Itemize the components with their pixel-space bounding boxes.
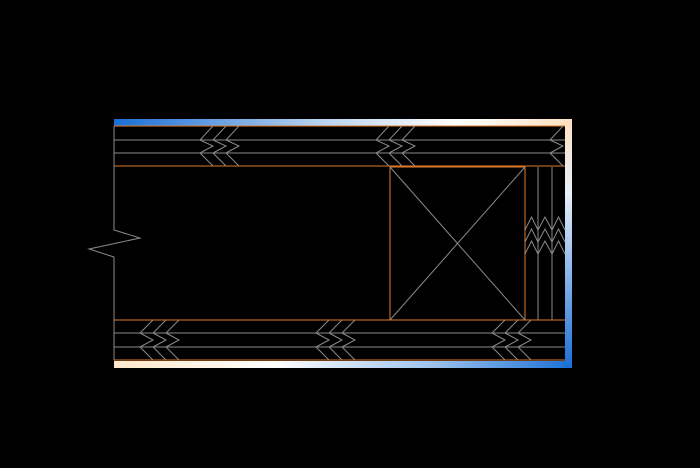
- lower-chevron-group: [139, 319, 181, 361]
- lower-layered-band: [114, 319, 565, 361]
- chevron-mark: [517, 346, 532, 361]
- chevron-mark: [199, 125, 214, 141]
- chevron-mark: [491, 319, 506, 334]
- chevron-mark: [139, 346, 154, 361]
- lower-chevron-group: [491, 319, 533, 361]
- upper-layered-band: [114, 125, 565, 167]
- chevron-mark: [328, 346, 343, 361]
- chevron-mark: [401, 139, 417, 154]
- chevron-mark: [152, 346, 167, 361]
- side-chevron-group: [524, 215, 566, 255]
- chevron-mark: [315, 332, 331, 348]
- chevron-mark: [212, 125, 227, 141]
- chevron-mark: [401, 125, 416, 141]
- chevron-mark: [517, 332, 533, 348]
- upper-chevron-group: [549, 125, 565, 167]
- frame-bottom-edge: [114, 361, 572, 368]
- chevron-mark: [388, 139, 404, 154]
- upper-chevron-group: [375, 125, 417, 167]
- chevron-mark: [199, 139, 215, 154]
- chevron-mark: [212, 139, 228, 154]
- crossed-opening-box: [389, 166, 526, 321]
- chevron-mark: [551, 227, 566, 243]
- chevron-mark: [517, 319, 532, 334]
- chevron-mark: [549, 152, 564, 167]
- chevron-mark: [537, 227, 553, 243]
- chevron-mark: [375, 125, 390, 141]
- chevron-mark: [341, 346, 356, 361]
- chevron-mark: [388, 125, 403, 141]
- chevron-mark: [341, 319, 356, 334]
- opening-box-diagonal: [389, 166, 526, 321]
- chevron-mark: [165, 319, 180, 334]
- upper-chevron-group: [199, 125, 241, 167]
- chevron-mark: [375, 139, 391, 154]
- chevron-mark: [328, 332, 344, 348]
- chevron-mark: [504, 319, 519, 334]
- chevron-mark: [549, 139, 565, 154]
- chevron-mark: [491, 332, 507, 348]
- chevron-mark: [551, 215, 566, 231]
- lower-chevron-group: [315, 319, 357, 361]
- frame-top-edge: [114, 119, 572, 126]
- chevron-mark: [491, 346, 506, 361]
- chevron-mark: [225, 152, 240, 167]
- chevron-mark: [524, 215, 539, 231]
- chevron-mark: [225, 125, 240, 141]
- chevron-mark: [315, 319, 330, 334]
- chevron-mark: [524, 227, 539, 243]
- chevron-mark: [165, 346, 180, 361]
- chevron-mark: [328, 319, 343, 334]
- chevron-mark: [199, 152, 214, 167]
- chevron-mark: [504, 346, 519, 361]
- outer-frame: [114, 119, 572, 368]
- chevron-mark: [152, 319, 167, 334]
- chevron-mark: [139, 332, 155, 348]
- chevron-mark: [152, 332, 168, 348]
- chevron-mark: [139, 319, 154, 334]
- chevron-mark: [537, 239, 553, 255]
- chevron-mark: [388, 152, 403, 167]
- chevron-mark: [524, 239, 539, 255]
- chevron-mark: [315, 346, 330, 361]
- frame-right-edge: [565, 119, 572, 368]
- chevron-mark: [225, 139, 241, 154]
- chevron-mark: [551, 239, 566, 255]
- chevron-mark: [375, 152, 390, 167]
- chevron-mark: [341, 332, 357, 348]
- chevron-mark: [401, 152, 416, 167]
- chevron-mark: [504, 332, 520, 348]
- opening-box-outline: [389, 166, 526, 321]
- break-line-symbol: [87, 126, 142, 360]
- chevron-mark: [165, 332, 181, 348]
- right-vertical-band: [524, 167, 566, 320]
- chevron-mark: [549, 125, 564, 141]
- left-wall-break-line: [87, 126, 142, 360]
- chevron-mark: [212, 152, 227, 167]
- chevron-mark: [537, 215, 553, 231]
